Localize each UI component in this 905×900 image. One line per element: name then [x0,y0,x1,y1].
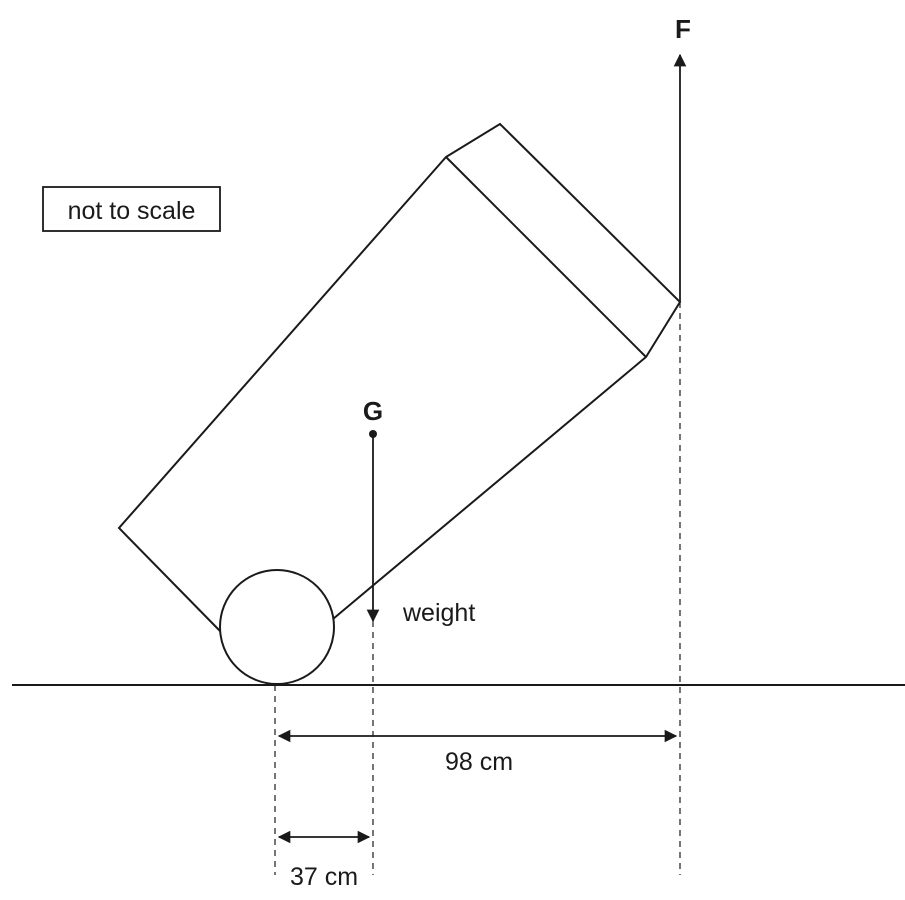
dimension-label-98cm: 98 cm [445,748,513,776]
force-label: F [675,14,691,44]
wheel [219,569,335,685]
object-end-divider [445,156,647,358]
dimension-label-37cm: 37 cm [290,863,358,891]
not-to-scale-note: not to scale [42,186,221,232]
centre-of-gravity-label: G [363,396,383,426]
object-body [117,122,682,632]
weight-label: weight [402,599,475,627]
not-to-scale-text: not to scale [68,197,196,225]
not-to-scale-box [42,186,221,232]
